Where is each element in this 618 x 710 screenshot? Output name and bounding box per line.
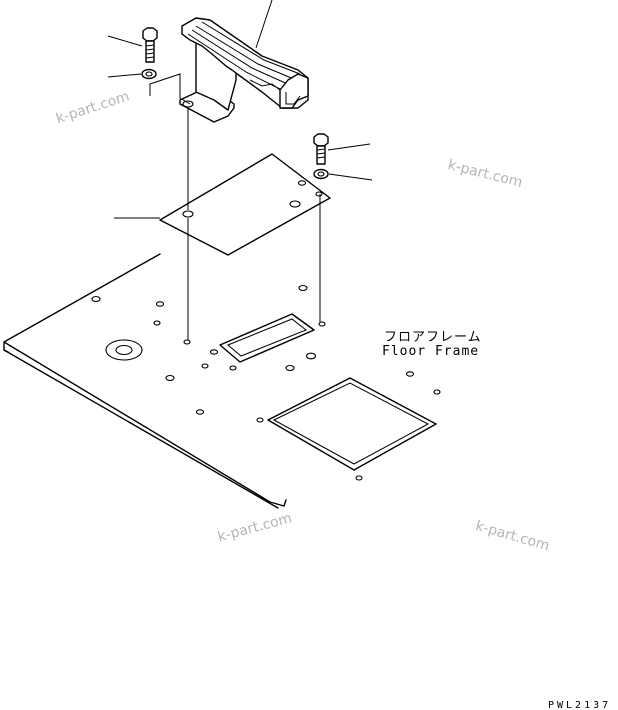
- drawing-code: PWL2137: [548, 700, 612, 710]
- small-opening: [219, 313, 315, 363]
- middle-plate: [159, 153, 331, 256]
- large-opening: [267, 377, 437, 471]
- floor-frame-label-en: Floor Frame: [382, 344, 480, 359]
- bolt-left: [107, 27, 158, 63]
- alignment-lines: [114, 108, 321, 340]
- floor-frame: [3, 253, 441, 509]
- pedal: [179, 0, 309, 123]
- bolt-right: [313, 133, 371, 165]
- washer-left: [107, 68, 191, 105]
- washer-right: [313, 168, 373, 181]
- floor-holes: [91, 284, 441, 481]
- floor-frame-label-jp: フロアフレーム: [384, 330, 482, 345]
